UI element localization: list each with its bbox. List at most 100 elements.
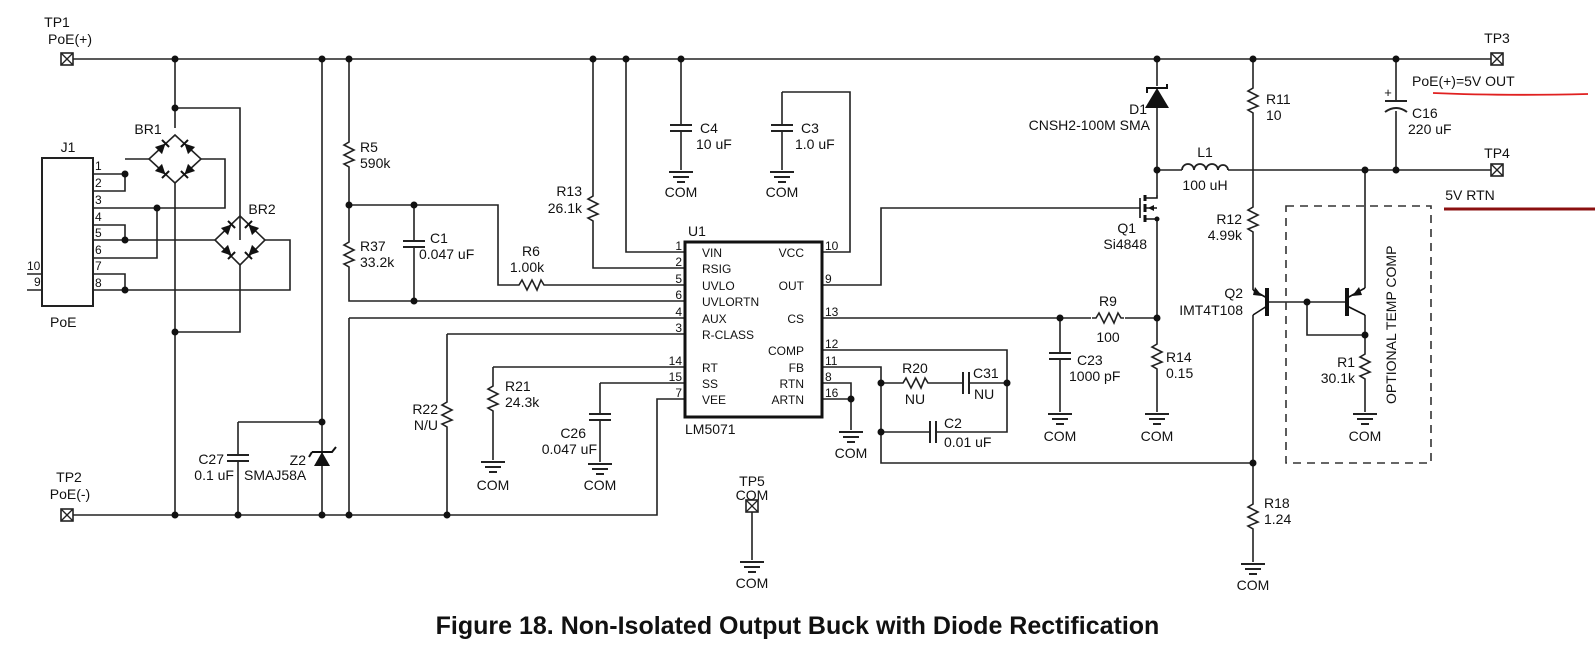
transistor-q2: Q2 IMT4T108 (1179, 285, 1366, 318)
ic-pin-name: RSIG (702, 262, 731, 276)
ic-pin-number: 7 (675, 386, 682, 400)
tp2-net: PoE(-) (50, 486, 90, 502)
ic-pin-number: 13 (825, 305, 839, 319)
resistor-r18: R18 1.24 COM (1237, 495, 1292, 593)
capacitor-c31: C31 NU (962, 365, 999, 402)
q2-ref: Q2 (1224, 285, 1243, 301)
ic-pin-name: RTN (780, 377, 804, 391)
d1-ref: D1 (1129, 101, 1147, 117)
resistor-r20: R20 NU (898, 360, 932, 407)
d1-value: CNSH2-100M SMA (1029, 117, 1151, 133)
figure-caption: Figure 18. Non-Isolated Output Buck with… (435, 612, 1160, 640)
test-point-icon (1490, 52, 1504, 66)
capacitor-c16: + C16 220 uF (1384, 85, 1451, 137)
r37-ref: R37 (360, 238, 386, 254)
resistor-r11: R11 10 (1247, 83, 1291, 123)
test-point-icon (60, 52, 74, 66)
inductor-l1: L1 100 uH (1181, 144, 1229, 193)
test-point-tp2: TP2 PoE(-) (50, 469, 90, 522)
r9-value: 100 (1096, 329, 1120, 345)
c3-value: 1.0 uF (795, 136, 835, 152)
r6-ref: R6 (522, 243, 540, 259)
capacitor-c3: C3 1.0 uF COM (766, 120, 835, 200)
resistor-r22: R22 N/U (412, 397, 453, 433)
br1-ref: BR1 (134, 121, 161, 137)
mosfet-q1: Q1 Si4848 (1103, 195, 1160, 252)
c31-ref: C31 (973, 365, 999, 381)
ic-pin-number: 10 (825, 239, 839, 253)
ic-pin-name: VCC (779, 246, 805, 260)
ic-pin-name: SS (702, 377, 718, 391)
r18-value: 1.24 (1264, 511, 1291, 527)
capacitor-c1: C1 0.047 uF (402, 230, 474, 262)
j1-ref: J1 (61, 139, 76, 155)
schottky-diode-d1: D1 CNSH2-100M SMA (1029, 84, 1169, 133)
r1-ref: R1 (1337, 354, 1355, 370)
ic-pin-name: OUT (779, 279, 805, 293)
c26-ref: C26 (560, 425, 586, 441)
optional-block-label: OPTIONAL TEMP COMP (1383, 246, 1399, 404)
r11-ref: R11 (1266, 91, 1291, 107)
c1-value: 0.047 uF (419, 246, 474, 262)
z2-value: SMAJ58A (244, 467, 307, 483)
ground-label: COM (736, 575, 769, 591)
ground-icon (1240, 563, 1266, 575)
c23-value: 1000 pF (1069, 368, 1120, 384)
ic-pin-number: 6 (675, 288, 682, 302)
tp3-ref: TP3 (1484, 30, 1510, 46)
resistor-r1: R1 30.1k COM (1321, 349, 1381, 444)
ic-pin-number: 15 (669, 370, 683, 384)
ic-pin-number: 16 (825, 386, 839, 400)
optional-temp-comp-block: OPTIONAL TEMP COMP (1285, 205, 1432, 464)
r5-ref: R5 (360, 139, 378, 155)
tp3-net: PoE(+)=5V OUT (1412, 73, 1515, 89)
test-point-tp5: TP5 COM COM (736, 473, 769, 591)
test-point-icon (1490, 163, 1504, 177)
ic-pin-name: VIN (702, 246, 722, 260)
r14-ref: R14 (1166, 349, 1192, 365)
bridge-rectifier-br2: BR2 (213, 201, 276, 267)
ground-label: COM (477, 477, 510, 493)
capacitor-c4: C4 10 uF COM (665, 120, 732, 200)
c1-ref: C1 (430, 230, 448, 246)
c16-ref: C16 (1412, 105, 1438, 121)
r18-ref: R18 (1264, 495, 1290, 511)
r22-value: N/U (414, 417, 438, 433)
br2-ref: BR2 (248, 201, 275, 217)
ground-label: COM (1044, 428, 1077, 444)
r11-value: 10 (1266, 107, 1282, 123)
ground-icon (838, 431, 864, 443)
c3-ref: C3 (801, 120, 819, 136)
capacitor-c26: C26 0.047 uF COM (542, 413, 617, 493)
c26-value: 0.047 uF (542, 441, 597, 457)
ic-pin-name: UVLO (702, 279, 735, 293)
z2-ref: Z2 (290, 452, 307, 468)
u1-ref: U1 (688, 223, 706, 239)
tp2-ref: TP2 (56, 469, 82, 485)
r12-ref: R12 (1216, 211, 1242, 227)
tp4-net: 5V RTN (1445, 187, 1495, 203)
q1-value: Si4848 (1103, 236, 1147, 252)
r12-value: 4.99k (1208, 227, 1243, 243)
c31-value: NU (974, 386, 994, 402)
r20-ref: R20 (902, 360, 928, 376)
resistor-r14: R14 0.15 COM (1141, 339, 1193, 444)
tp1-net: PoE(+) (48, 31, 92, 47)
r22-ref: R22 (412, 401, 438, 417)
c2-value: 0.01 uF (944, 434, 991, 450)
ground-icon (1047, 413, 1073, 425)
pin-label: 4 (95, 210, 102, 224)
c2-ref: C2 (944, 415, 962, 431)
r37-value: 33.2k (360, 254, 395, 270)
ground-icon (668, 171, 694, 183)
ic-pin-number: 12 (825, 337, 839, 351)
ic-pin-name: FB (789, 361, 804, 375)
c27-ref: C27 (198, 451, 224, 467)
ground-label: COM (584, 477, 617, 493)
l1-value: 100 uH (1182, 177, 1227, 193)
ground-icon (587, 463, 613, 475)
resistor-r6: R6 1.00k (510, 243, 548, 291)
ground-label: COM (1237, 577, 1270, 593)
u1-part: LM5071 (685, 421, 736, 437)
